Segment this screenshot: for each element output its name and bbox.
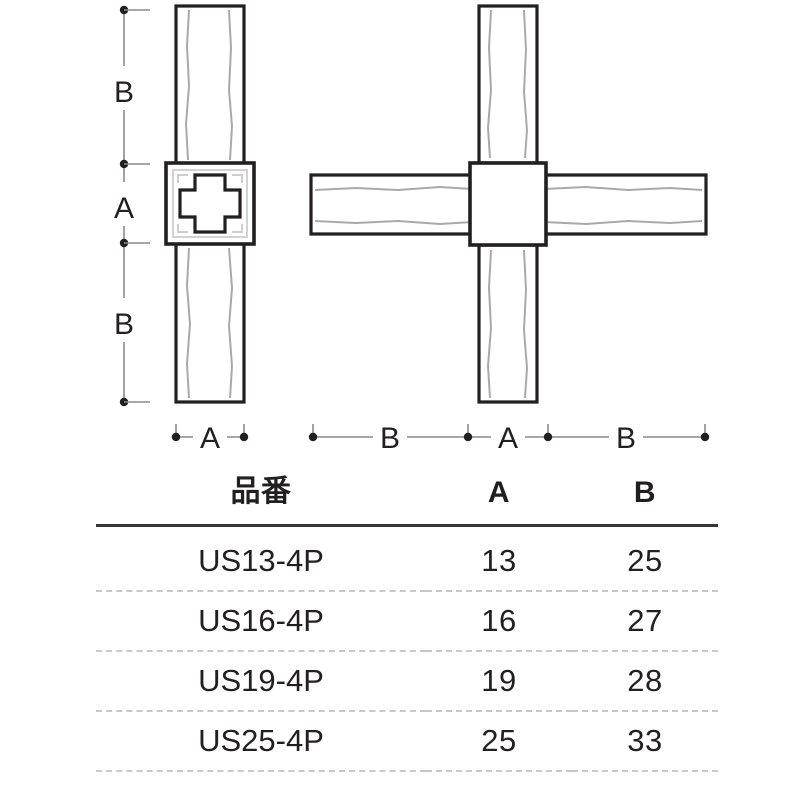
cross-bottom-arm-inner-right <box>522 249 529 399</box>
hdim-tick-dot <box>171 432 181 442</box>
cross-right-arm <box>536 173 708 236</box>
left-view-front-elevation <box>164 4 256 404</box>
cross-hub-square <box>468 161 548 247</box>
specification-table-container: 品番 A B US13-4P 13 25 US16-4P 16 27 US19-… <box>0 466 800 800</box>
specification-table: 品番 A B US13-4P 13 25 US16-4P 16 27 US19-… <box>96 466 718 772</box>
table-row: US25-4P 25 33 <box>96 711 718 772</box>
table-row: US13-4P 13 25 <box>96 525 718 592</box>
drawing-canvas: B A B <box>106 4 710 456</box>
cross-left-arm <box>309 173 480 236</box>
lower-pipe-inner-line-right <box>227 247 234 399</box>
vdim-label-b-top: B <box>114 76 134 109</box>
table-body: US13-4P 13 25 US16-4P 16 27 US19-4P 19 2… <box>96 525 718 772</box>
cross-bottom-arm <box>477 243 539 404</box>
hdim-tick-dot <box>700 432 710 442</box>
cross-shaped-hole <box>178 173 242 234</box>
hdim-label-a-left: A <box>200 422 220 455</box>
header-a: A <box>487 476 511 509</box>
hdim-tick-dot <box>543 432 553 442</box>
cell-b: 25 <box>572 525 718 592</box>
hdim-label-a-center: A <box>498 422 518 455</box>
hdim-label-b-right: B <box>616 422 636 455</box>
cross-top-arm-inner-right <box>522 9 529 159</box>
cell-model: US19-4P <box>96 651 426 712</box>
header-model: 品番 <box>230 475 292 508</box>
upper-pipe-inner-line-left <box>184 9 191 161</box>
cell-b: 28 <box>572 651 718 712</box>
cross-top-arm <box>477 4 539 165</box>
hub-corner-brackets <box>177 174 243 233</box>
technical-drawing: B A B <box>106 4 710 456</box>
hdim-tick-dot <box>239 432 249 442</box>
cell-a: 19 <box>426 651 572 712</box>
vdim-label-b-bottom: B <box>114 308 134 341</box>
hdim-tick-dot <box>308 432 318 442</box>
cell-model: US16-4P <box>96 591 426 652</box>
table-header: 品番 A B <box>96 466 718 526</box>
vdim-label-a: A <box>114 192 134 225</box>
lower-pipe-outline <box>174 241 246 404</box>
header-b: B <box>633 476 657 509</box>
hdim-label-b-left: B <box>380 422 400 455</box>
cell-model: US25-4P <box>96 711 426 772</box>
cross-top-arm-inner-left <box>486 9 493 159</box>
cross-right-arm-inner-bottom <box>543 219 703 226</box>
cell-b: 27 <box>572 591 718 652</box>
horizontal-dimension-bar: A B A B <box>171 418 710 456</box>
cell-a: 25 <box>426 711 572 772</box>
table-row: US19-4P 19 28 <box>96 651 718 712</box>
table-header-row: 品番 A B <box>96 466 718 526</box>
lower-pipe-inner-line-left <box>185 247 192 399</box>
cell-model: US13-4P <box>96 525 426 592</box>
upper-pipe-inner-line-right <box>227 9 234 161</box>
cross-left-arm-inner-top <box>314 185 473 192</box>
cross-right-arm-inner-top <box>543 185 703 192</box>
cross-bottom-arm-inner-left <box>486 249 493 399</box>
cross-left-arm-inner-bottom <box>314 219 473 226</box>
cell-b: 33 <box>572 711 718 772</box>
cell-a: 13 <box>426 525 572 592</box>
hdim-tick-dot <box>463 432 473 442</box>
cell-a: 16 <box>426 591 572 652</box>
right-view-cross-joint <box>309 4 708 404</box>
table-row: US16-4P 16 27 <box>96 591 718 652</box>
vertical-dimension-ladder: B A B <box>106 5 150 407</box>
